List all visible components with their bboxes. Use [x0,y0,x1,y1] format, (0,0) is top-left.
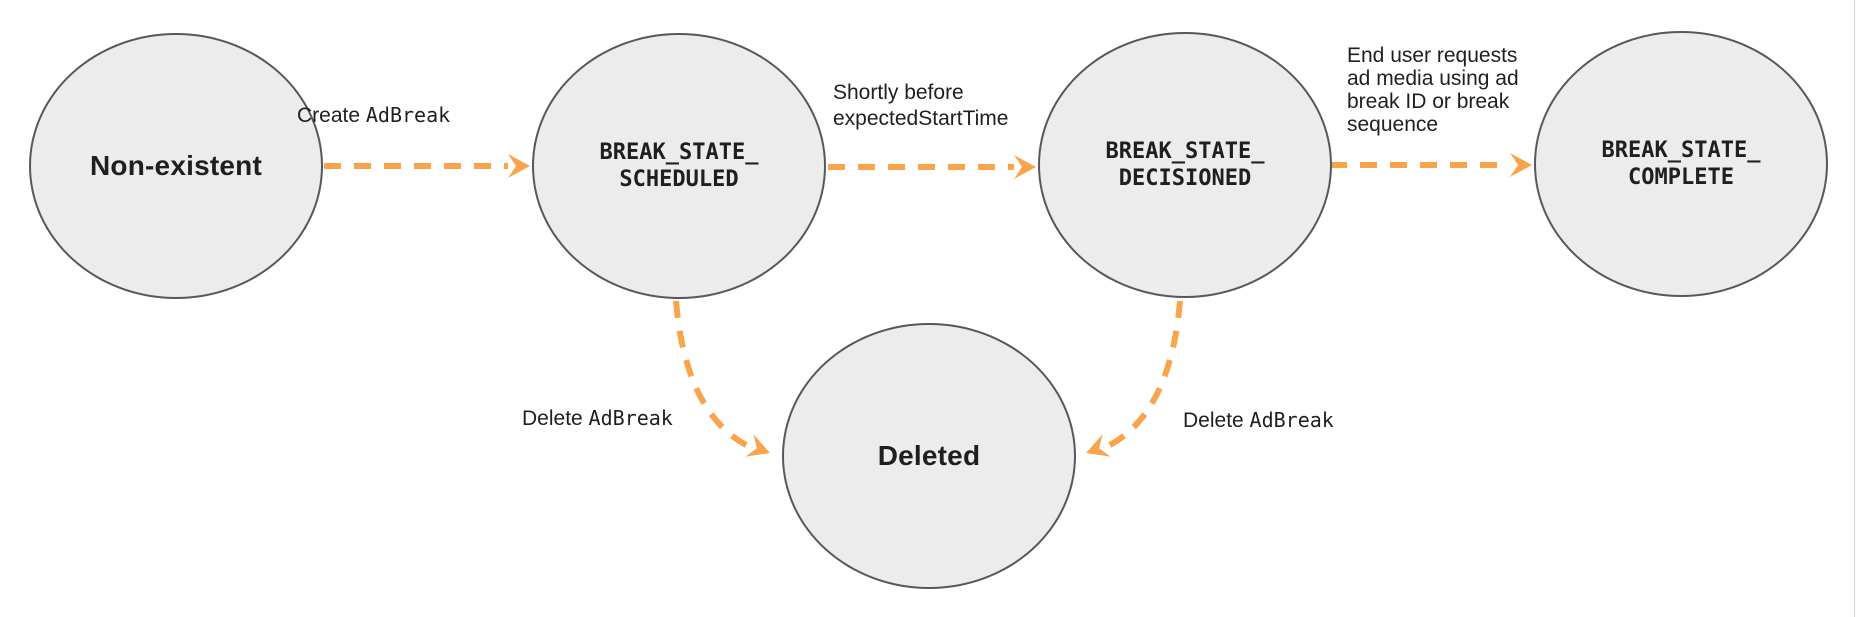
state-node-non-existent: Non-existent [29,33,323,299]
state-label-non-existent: Non-existent [90,150,262,181]
arrowhead-end-user-requests [1510,153,1532,177]
state-node-break-state-complete: BREAK_STATE_ COMPLETE [1534,31,1828,297]
transition-label-delete-adbreak-right: Delete AdBreak [1183,407,1334,434]
transition-label-create-adbreak: Create AdBreak [297,102,450,129]
transition-label-text: Shortly before [833,81,964,104]
state-node-break-state-decisioned: BREAK_STATE_ DECISIONED [1038,32,1332,298]
arrow-delete-adbreak-right [1104,300,1183,450]
transition-label-text: Delete [1183,409,1250,432]
arrowhead-delete-adbreak-right [1086,434,1111,457]
transition-label-code: AdBreak [365,103,451,127]
state-label-deleted: Deleted [877,440,981,471]
transition-label-code: expectedStartTime [833,107,1009,130]
transition-label-text: Delete [522,407,589,430]
arrowhead-delete-adbreak-left [745,434,770,457]
state-label-break-state-scheduled: BREAK_STATE_ SCHEDULED [599,140,759,192]
arrowhead-shortly-before [1014,155,1036,179]
transition-label-text: Create [297,104,366,127]
page-right-border [1854,0,1855,617]
transition-label-delete-adbreak-left: Delete AdBreak [522,405,673,432]
transition-label-code: AdBreak [1249,408,1334,432]
transition-label-shortly-before: Shortly before expectedStartTime [833,80,1008,132]
state-label-break-state-decisioned: BREAK_STATE_ DECISIONED [1105,139,1265,191]
arrow-delete-adbreak-left [673,300,752,450]
state-node-deleted: Deleted [782,323,1076,589]
state-node-break-state-scheduled: BREAK_STATE_ SCHEDULED [532,33,826,299]
state-label-break-state-complete: BREAK_STATE_ COMPLETE [1601,138,1761,190]
transition-label-end-user-requests: End user requests ad media using ad brea… [1347,44,1519,136]
transition-label-code: AdBreak [588,406,673,430]
arrowhead-create-adbreak [508,154,530,178]
